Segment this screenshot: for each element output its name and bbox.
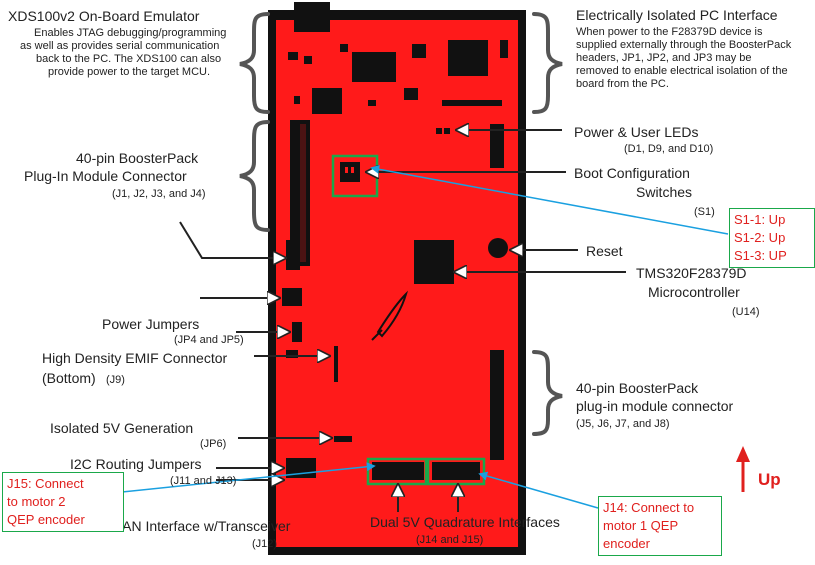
callout-j15-line-3: QEP encoder: [7, 512, 85, 527]
mcu-chip: [414, 240, 454, 284]
emulator-components: [288, 40, 508, 114]
bp-left-title-2: Plug-In Module Connector: [24, 168, 187, 184]
xds-title: XDS100v2 On-Board Emulator: [8, 8, 200, 24]
callout-j14-line-1: J14: Connect to: [603, 500, 695, 515]
power-jumpers-label: Power Jumpers: [102, 316, 200, 332]
xds-desc-1: Enables JTAG debugging/programming: [34, 27, 227, 39]
up-arrow-icon: [736, 446, 750, 492]
emif-bottom: (Bottom): [42, 370, 96, 386]
callout-j14-line-3: encoder: [603, 536, 650, 551]
led-indicators: [436, 128, 450, 134]
iso-pc-title: Electrically Isolated PC Interface: [576, 7, 778, 23]
xds-desc-4: provide power to the target MCU.: [48, 66, 211, 78]
bp-right-title-2: plug-in module connector: [576, 398, 734, 414]
iso5v-id: (JP6): [200, 438, 227, 450]
mcu-id: (U14): [732, 306, 760, 318]
hollow-arrows: [179, 130, 626, 512]
boosterpack-right-header: [490, 350, 504, 460]
xds-desc-3: back to the PC. The XDS100 can also: [36, 53, 222, 65]
bp-left-ids: (J1, J2, J3, and J4): [112, 188, 206, 200]
emif-id: (J9): [106, 374, 125, 386]
bp-left-title-1: 40-pin BoosterPack: [76, 150, 199, 166]
up-label: Up: [758, 470, 781, 489]
mcu-label-1: TMS320F28379D: [636, 265, 747, 281]
callout-j15: J15: Connect to motor 2 QEP encoder: [2, 472, 124, 532]
callout-leaders: [121, 164, 729, 509]
iso-pc-desc-4: removed to enable electrical isolation o…: [576, 65, 788, 77]
reset-label: Reset: [586, 243, 623, 259]
boot-label-2: Switches: [636, 184, 693, 200]
ti-logo: [371, 290, 409, 341]
braces: [239, 12, 563, 436]
iso-pc-desc-2: supplied externally through the BoosterP…: [576, 39, 792, 51]
callout-s1-settings: S1-1: Up S1-2: Up S1-3: UP: [729, 208, 815, 268]
callout-s1-line-3: S1-3: UP: [734, 248, 787, 263]
emif-title: High Density EMIF Connector: [42, 350, 228, 366]
i2c-ids: (J11 and J13): [170, 475, 237, 487]
bp-right-ids: (J5, J6, J7, and J8): [576, 418, 670, 430]
callout-j14: J14: Connect to motor 1 QEP encoder: [598, 496, 722, 556]
connector-top-right: [490, 124, 504, 168]
iso-pc-desc-5: board from the PC.: [576, 78, 669, 90]
callout-s1-line-1: S1-1: Up: [734, 212, 786, 227]
can-label: CAN Interface w/Transceiver: [112, 518, 291, 534]
dual5v-label: Dual 5V Quadrature Interfaces: [370, 514, 560, 530]
iso5v-label: Isolated 5V Generation: [50, 420, 194, 436]
boosterpack-left-header: [290, 120, 310, 266]
qep-connector-j14: [432, 462, 480, 480]
mcu-label-2: Microcontroller: [648, 284, 740, 300]
leds-ids: (D1, D9, and D10): [624, 143, 714, 155]
boot-id: (S1): [694, 206, 715, 218]
callout-j14-line-2: motor 1 QEP: [603, 518, 679, 533]
leds-label: Power & User LEDs: [574, 124, 699, 140]
reset-button: [488, 238, 508, 258]
can-id: (J12): [252, 538, 278, 550]
left-jumpers: [282, 240, 352, 478]
callout-j15-line-2: to motor 2: [7, 494, 66, 509]
iso-pc-desc-1: When power to the F28379D device is: [576, 26, 763, 38]
dual5v-ids: (J14 and J15): [416, 534, 484, 546]
callout-s1-line-2: S1-2: Up: [734, 230, 786, 245]
callout-j15-line-1: J15: Connect: [7, 476, 84, 491]
qep-connector-j15: [372, 462, 424, 480]
iso-pc-desc-3: headers, JP1, JP2, and JP3 may be: [576, 52, 752, 64]
i2c-label: I2C Routing Jumpers: [70, 456, 202, 472]
usb-connector: [294, 2, 330, 32]
boot-switch-s1: [340, 162, 360, 182]
xds-desc-2: as well as provides serial communication: [20, 40, 220, 52]
boot-label-1: Boot Configuration: [574, 165, 690, 181]
bp-right-title-1: 40-pin BoosterPack: [576, 380, 699, 396]
power-jumpers-ids: (JP4 and JP5): [174, 334, 244, 346]
